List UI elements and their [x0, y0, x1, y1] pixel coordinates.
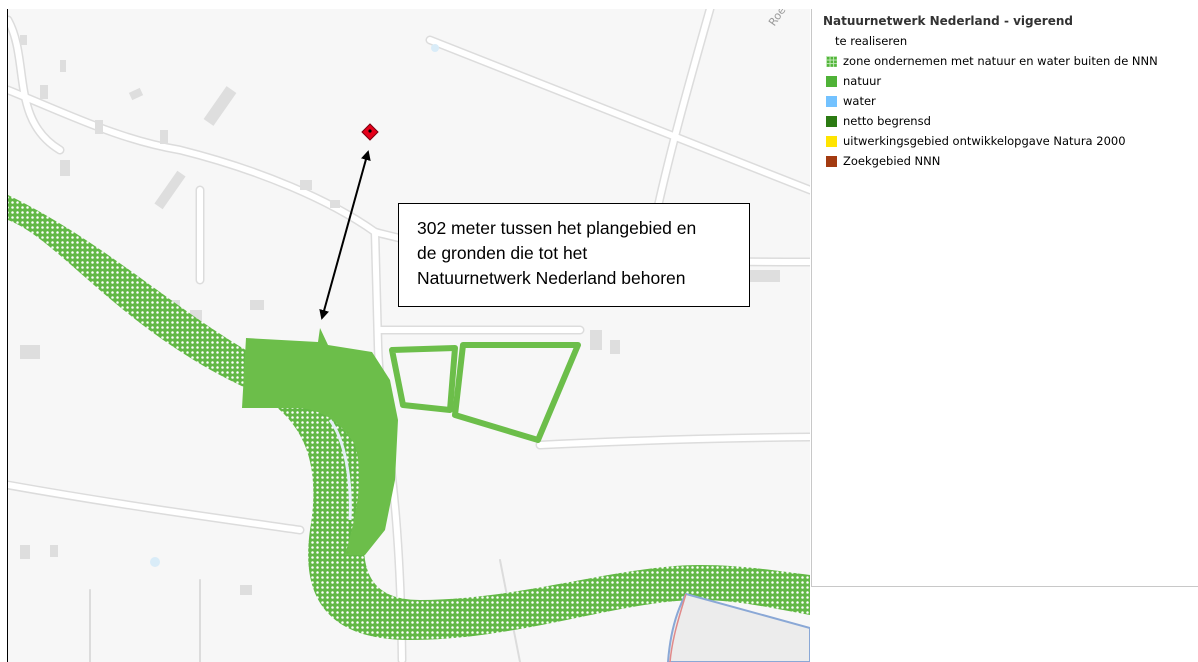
legend-item-label: water — [843, 94, 876, 108]
map-view[interactable]: Roel — [8, 9, 810, 662]
legend-item-label: Zoekgebied NNN — [843, 154, 941, 168]
nnn-zone-corridor — [8, 195, 810, 640]
legend-item-label: netto begrensd — [843, 114, 931, 128]
yellow-swatch-icon — [826, 135, 837, 147]
green-swatch-icon — [826, 75, 837, 87]
legend-item-zone-ondernemen: zone ondernemen met natuur en water buit… — [826, 54, 1158, 68]
darkgreen-swatch-icon — [826, 115, 837, 127]
grid-swatch-icon — [826, 55, 837, 67]
location-marker-icon[interactable] — [361, 123, 379, 141]
map-canvas[interactable] — [8, 9, 810, 662]
callout-line: de gronden die tot het — [417, 243, 588, 263]
nature-area — [242, 328, 398, 555]
legend-item-netto-begrensd: netto begrensd — [826, 114, 931, 128]
callout-line: Natuurnetwerk Nederland behoren — [417, 268, 686, 288]
brown-swatch-icon — [826, 155, 837, 167]
distance-arrow — [319, 150, 371, 320]
legend-title: Natuurnetwerk Nederland - vigerend — [823, 14, 1073, 28]
legend-item-label: zone ondernemen met natuur en water buit… — [843, 54, 1158, 68]
map-legend: Natuurnetwerk Nederland - vigerend te re… — [811, 9, 1198, 587]
water-spot — [150, 557, 160, 567]
water-spot — [431, 44, 439, 52]
stream — [328, 419, 352, 521]
map-border-left — [7, 9, 8, 662]
legend-item-label: uitwerkingsgebied ontwikkelopgave Natura… — [843, 134, 1126, 148]
boundary-line — [669, 593, 687, 662]
legend-item-water: water — [826, 94, 876, 108]
callout-line: 302 meter tussen het plangebied en — [417, 218, 697, 238]
legend-item-label: natuur — [843, 74, 882, 88]
legend-item-uitwerkingsgebied: uitwerkingsgebied ontwikkelopgave Natura… — [826, 134, 1126, 148]
legend-item-zoekgebied: Zoekgebied NNN — [826, 154, 940, 168]
map-background — [8, 9, 810, 662]
nature-parcels — [389, 342, 581, 443]
legend-item-natuur: natuur — [826, 74, 881, 88]
legend-subtitle: te realiseren — [835, 34, 908, 48]
distance-callout: 302 meter tussen het plangebied en de gr… — [398, 203, 750, 307]
blue-swatch-icon — [826, 95, 837, 107]
grey-parcel — [666, 592, 810, 662]
